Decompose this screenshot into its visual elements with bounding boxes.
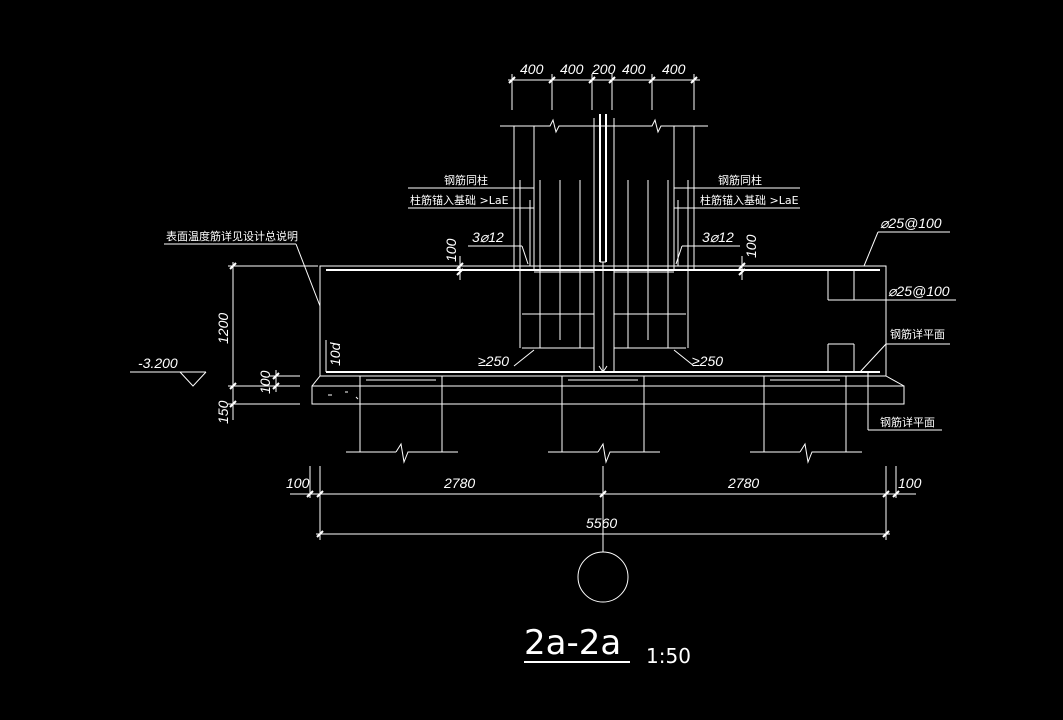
axis-bubble bbox=[577, 534, 629, 603]
dim-bottom-cover: 100 bbox=[257, 370, 273, 394]
top-dimension-chain: 400 400 200 400 400 bbox=[508, 61, 700, 110]
dim-top-3: 200 bbox=[591, 61, 616, 77]
note-top-rebar: ⌀25@100 bbox=[880, 215, 942, 231]
dim-left-edge: 100 bbox=[286, 475, 310, 491]
note-left-bars: 3⌀12 bbox=[472, 229, 504, 245]
note-right-bars: 3⌀12 bbox=[702, 229, 734, 245]
note-rebar-plan-2: 钢筋详平面 bbox=[880, 415, 935, 429]
annotations: 表面温度筋详见设计总说明 钢筋同柱 柱筋锚入基础 >LaE 钢筋同柱 柱筋锚入基… bbox=[164, 173, 956, 431]
blinding-pad bbox=[311, 375, 905, 405]
section-title: 2a-2a bbox=[524, 623, 621, 663]
note-left-col-1: 钢筋同柱 bbox=[444, 173, 488, 187]
section-title-block: 2a-2a 1:50 bbox=[524, 623, 691, 668]
bottom-dimension-chain: 100 2780 2780 100 5560 bbox=[286, 466, 922, 550]
section-scale: 1:50 bbox=[646, 644, 691, 668]
note-left-col-2: 柱筋锚入基础 >LaE bbox=[410, 193, 509, 207]
note-right-col-2: 柱筋锚入基础 >LaE bbox=[700, 193, 799, 207]
note-min-right: ≥250 bbox=[692, 353, 723, 369]
note-mid-rebar: ⌀25@100 bbox=[888, 283, 950, 299]
note-hook: 10d bbox=[327, 341, 343, 366]
dim-top-5: 400 bbox=[662, 61, 686, 77]
column bbox=[500, 114, 708, 373]
dim-total: 5560 bbox=[586, 515, 617, 531]
piles bbox=[346, 376, 862, 464]
dim-top-1: 400 bbox=[520, 61, 544, 77]
dim-pad: 150 bbox=[215, 400, 231, 424]
dim-top-2: 400 bbox=[560, 61, 584, 77]
note-surface-rebar: 表面温度筋详见设计总说明 bbox=[166, 229, 298, 243]
left-dimension-chain: 1200 150 100 bbox=[215, 262, 318, 424]
dim-right-edge: 100 bbox=[898, 475, 922, 491]
note-cover-right: 100 bbox=[743, 234, 759, 258]
dim-height: 1200 bbox=[215, 313, 231, 344]
note-right-col-1: 钢筋同柱 bbox=[718, 173, 762, 187]
dim-left-span: 2780 bbox=[443, 475, 475, 491]
note-rebar-plan-1: 钢筋详平面 bbox=[890, 327, 945, 341]
dim-top-4: 400 bbox=[622, 61, 646, 77]
note-cover-left: 100 bbox=[443, 238, 459, 262]
dim-right-span: 2780 bbox=[727, 475, 759, 491]
elevation-label: -3.200 bbox=[138, 355, 178, 371]
elevation-marker: -3.200 bbox=[130, 355, 207, 387]
note-min-left: ≥250 bbox=[478, 353, 509, 369]
